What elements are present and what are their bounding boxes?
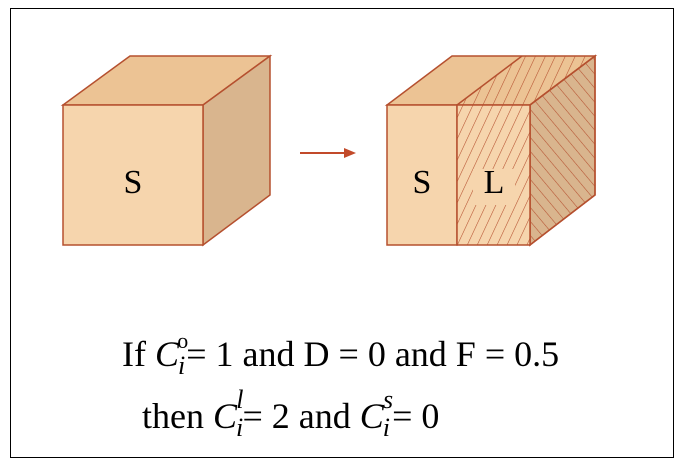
- eq2-rest: = 0: [392, 396, 439, 436]
- eq2-var-c1: C: [213, 396, 238, 436]
- eq2-var-c2: C: [360, 396, 385, 436]
- melted-cube-liquid-label: L: [484, 164, 505, 201]
- diagram-canvas: S S L: [60, 54, 598, 442]
- eq1-var-c: C: [155, 334, 180, 374]
- eq2-prefix: then: [142, 396, 213, 436]
- solid-cube-front: [62, 104, 204, 246]
- melted-cube: S L: [384, 54, 598, 247]
- equation-line-2: then Cil= 2 and Cis= 0: [142, 385, 439, 442]
- melted-cube-solid-label: S: [413, 164, 432, 201]
- eq2-sup-l: l: [236, 385, 243, 414]
- melted-cube-front-solid: [386, 104, 458, 246]
- eq1-prefix: If: [122, 334, 155, 374]
- eq2-sub-i1: i: [236, 413, 243, 442]
- eq1-sup-o: o: [177, 328, 188, 353]
- eq1-sub-i: i: [178, 351, 185, 380]
- eq2-sup-s: s: [383, 385, 393, 414]
- eq2-mid: = 2 and: [242, 396, 359, 436]
- diagram-frame: S S L: [10, 8, 674, 458]
- transition-arrow-icon: [300, 148, 356, 158]
- equation-line-1: If Cio= 1 and D = 0 and F = 0.5: [122, 328, 559, 380]
- melted-cube-top-liquid-hatch: [457, 56, 595, 105]
- eq2-sub-i2: i: [383, 413, 390, 442]
- eq1-rest: = 1 and D = 0 and F = 0.5: [186, 334, 559, 374]
- solid-cube-label: S: [124, 164, 143, 201]
- solid-cube: S: [60, 54, 273, 247]
